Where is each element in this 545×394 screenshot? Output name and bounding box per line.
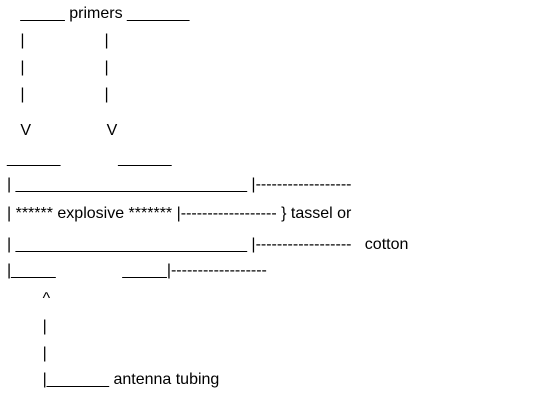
diagram-line-primer-leads-3: | | <box>7 86 109 103</box>
diagram-line-primer-arrows: V V <box>7 122 118 139</box>
diagram-line-primer-leads-1: | | <box>7 32 109 49</box>
diagram-line-tubing-lead-2: | <box>7 345 47 362</box>
diagram-line-antenna-tubing: |_______ antenna tubing <box>7 371 220 388</box>
diagram-line-caps: ______ ______ <box>7 150 172 167</box>
diagram-line-tubing-lead-1: | <box>7 318 47 335</box>
diagram-line-primer-leads-2: | | <box>7 59 109 76</box>
diagram-line-tubing-arrow: ^ <box>7 290 51 307</box>
diagram-line-explosive: | ****** explosive ******* |------------… <box>7 205 352 222</box>
diagram-line-primers-label: _____ primers _______ <box>7 5 190 22</box>
diagram-line-body-top: | __________________________ |----------… <box>7 176 352 193</box>
ascii-diagram: _____ primers _______ | | | | | | V V __… <box>7 4 543 392</box>
diagram-line-body-base: |_____ _____|------------------ <box>7 262 267 279</box>
diagram-line-body-bottom: | __________________________ |----------… <box>7 236 409 253</box>
